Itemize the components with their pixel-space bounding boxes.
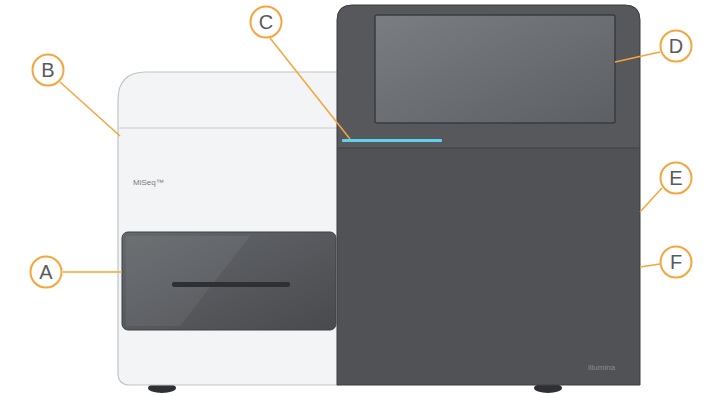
touch-screen: [375, 15, 615, 123]
callout-circle: A: [29, 255, 63, 289]
callout-circle: C: [249, 5, 283, 39]
leader-line: [63, 271, 122, 273]
panel-seam: [119, 127, 340, 128]
leader-line: [60, 82, 120, 136]
door-shading: [126, 236, 250, 326]
leader-line: [640, 188, 662, 212]
callout-circle: B: [31, 53, 65, 87]
callout-circle: E: [659, 161, 693, 195]
brand-logo: illumina: [588, 363, 615, 372]
upper-panel: [338, 6, 639, 148]
callout-letter: A: [29, 255, 63, 289]
status-bar: [342, 139, 442, 142]
leader-line: [615, 52, 660, 62]
callout-letter: C: [249, 5, 283, 39]
leader-line: [640, 264, 660, 267]
dark-housing: [337, 5, 640, 385]
leader-line: [270, 38, 350, 139]
panel-seam: [337, 147, 640, 148]
compartment-door: [122, 232, 336, 330]
callout-letter: F: [659, 245, 693, 279]
callout-circle: D: [659, 29, 693, 63]
door-slot: [172, 282, 290, 287]
callout-letter: D: [659, 29, 693, 63]
callout-circle: F: [659, 245, 693, 279]
white-housing: [118, 72, 340, 385]
callout-letter: B: [31, 53, 65, 87]
callout-letter: E: [659, 161, 693, 195]
product-name: MiSeq™: [133, 178, 164, 187]
